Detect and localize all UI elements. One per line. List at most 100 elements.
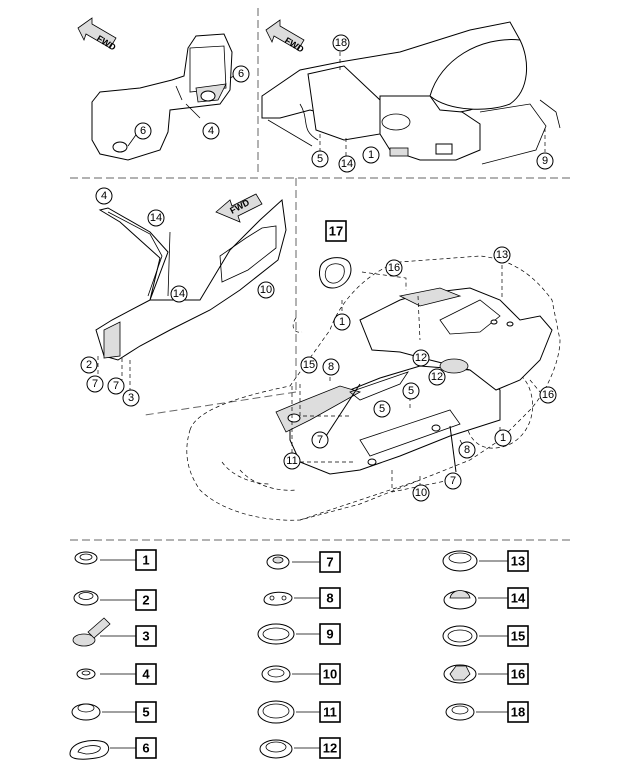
svg-text:14: 14 [341,158,353,170]
legend-item-7: 7 [266,551,341,573]
car-floor-view [186,255,561,521]
svg-text:9: 9 [542,155,548,167]
svg-text:14: 14 [173,288,185,300]
svg-text:8: 8 [326,591,333,606]
svg-text:5: 5 [408,385,414,397]
svg-text:18: 18 [335,37,347,49]
svg-text:16: 16 [511,667,525,682]
side-sill-view: FWD [95,193,287,392]
callout-3-ml: 3 [122,389,140,407]
svg-text:1: 1 [368,149,374,161]
legend-item-15: 15 [442,625,529,647]
svg-text:4: 4 [142,667,150,682]
svg-text:12: 12 [323,741,337,756]
svg-text:5: 5 [379,403,385,415]
legend-item-4: 4 [76,663,157,685]
svg-text:17: 17 [329,224,343,239]
svg-text:7: 7 [326,555,333,570]
callout-16-main-b: 16 [539,386,557,404]
svg-text:6: 6 [238,68,244,80]
callout-5-main-a: 5 [402,382,420,400]
svg-text:8: 8 [328,361,334,373]
callout-6-tl-b: 6 [134,122,152,140]
callout-7-ml-b: 7 [107,377,125,395]
svg-text:12: 12 [415,352,427,364]
svg-text:13: 13 [511,554,525,569]
svg-text:3: 3 [142,629,149,644]
callout-8-main-b: 8 [458,441,476,459]
legend-item-18: 18 [445,701,529,723]
svg-text:15: 15 [303,359,315,371]
svg-text:7: 7 [450,475,456,487]
callout-6-tl-a: 6 [232,65,250,83]
svg-text:16: 16 [542,389,554,401]
callout-2-ml: 2 [80,356,98,374]
callout-12-main-a: 12 [412,349,430,367]
legend-item-3: 3 [72,617,157,647]
svg-text:7: 7 [317,434,323,446]
svg-text:12: 12 [431,371,443,383]
callout-12-main-b: 12 [428,368,446,386]
legend-item-13: 13 [442,550,529,572]
svg-text:10: 10 [260,284,272,296]
fwd-label-tr: FWD [283,35,306,55]
svg-text:2: 2 [86,359,92,371]
callout-5-main-b: 5 [373,400,391,418]
legend-item-9: 9 [257,623,341,645]
rear-body-view: FWD [261,19,561,165]
svg-text:6: 6 [140,125,146,137]
callout-18-tr: 18 [332,34,350,52]
svg-text:5: 5 [142,705,149,720]
legend-item-10: 10 [261,663,341,685]
parts-legend: 1 2 3 4 5 6 [69,549,529,760]
svg-text:14: 14 [150,212,162,224]
callout-4-tl: 4 [202,122,220,140]
callout-4-ml: 4 [95,187,113,205]
svg-text:1: 1 [142,553,149,568]
svg-text:16: 16 [388,262,400,274]
callout-11-main: 11 [283,452,301,470]
svg-text:10: 10 [415,487,427,499]
callout-14-tr: 14 [338,155,356,173]
svg-text:15: 15 [511,629,525,644]
key-box-17: 17 [325,220,347,242]
svg-text:11: 11 [323,705,337,720]
svg-text:1: 1 [500,432,506,444]
callout-7-ml-a: 7 [86,375,104,393]
legend-item-2: 2 [73,589,157,611]
svg-text:13: 13 [496,249,508,261]
legend-item-16: 16 [443,663,529,685]
svg-text:2: 2 [142,593,149,608]
svg-text:3: 3 [128,392,134,404]
legend-item-11: 11 [257,700,341,724]
callout-14-ml-b: 14 [170,285,188,303]
fwd-arrow-tl: FWD [77,17,118,53]
legend-item-6: 6 [69,737,157,760]
fwd-arrow-tr: FWD [265,19,306,55]
svg-text:14: 14 [511,591,526,606]
callout-5-tr: 5 [311,150,329,168]
legend-item-12: 12 [259,737,341,759]
grommet-17 [319,257,352,289]
legend-item-14: 14 [443,587,529,610]
svg-text:1: 1 [339,316,345,328]
callout-10-main: 10 [412,484,430,502]
section-dividers [70,8,570,541]
svg-text:7: 7 [113,380,119,392]
svg-text:4: 4 [101,190,107,202]
svg-text:18: 18 [511,705,525,720]
callout-13-main: 13 [493,246,511,264]
callout-7-main-b: 7 [444,472,462,490]
callout-1-tr: 1 [362,146,380,164]
fwd-arrow-ml: FWD [215,193,263,223]
callouts: 6 6 4 18 5 14 1 9 4 14 14 10 2 7 7 3 13 … [80,34,557,502]
svg-text:10: 10 [323,667,337,682]
callout-8-main-a: 8 [322,358,340,376]
callout-7-main-a: 7 [311,431,329,449]
svg-text:6: 6 [142,741,149,756]
callout-9-tr: 9 [536,152,554,170]
fwd-label-tl: FWD [95,33,118,53]
svg-text:4: 4 [208,125,214,137]
svg-text:7: 7 [92,378,98,390]
